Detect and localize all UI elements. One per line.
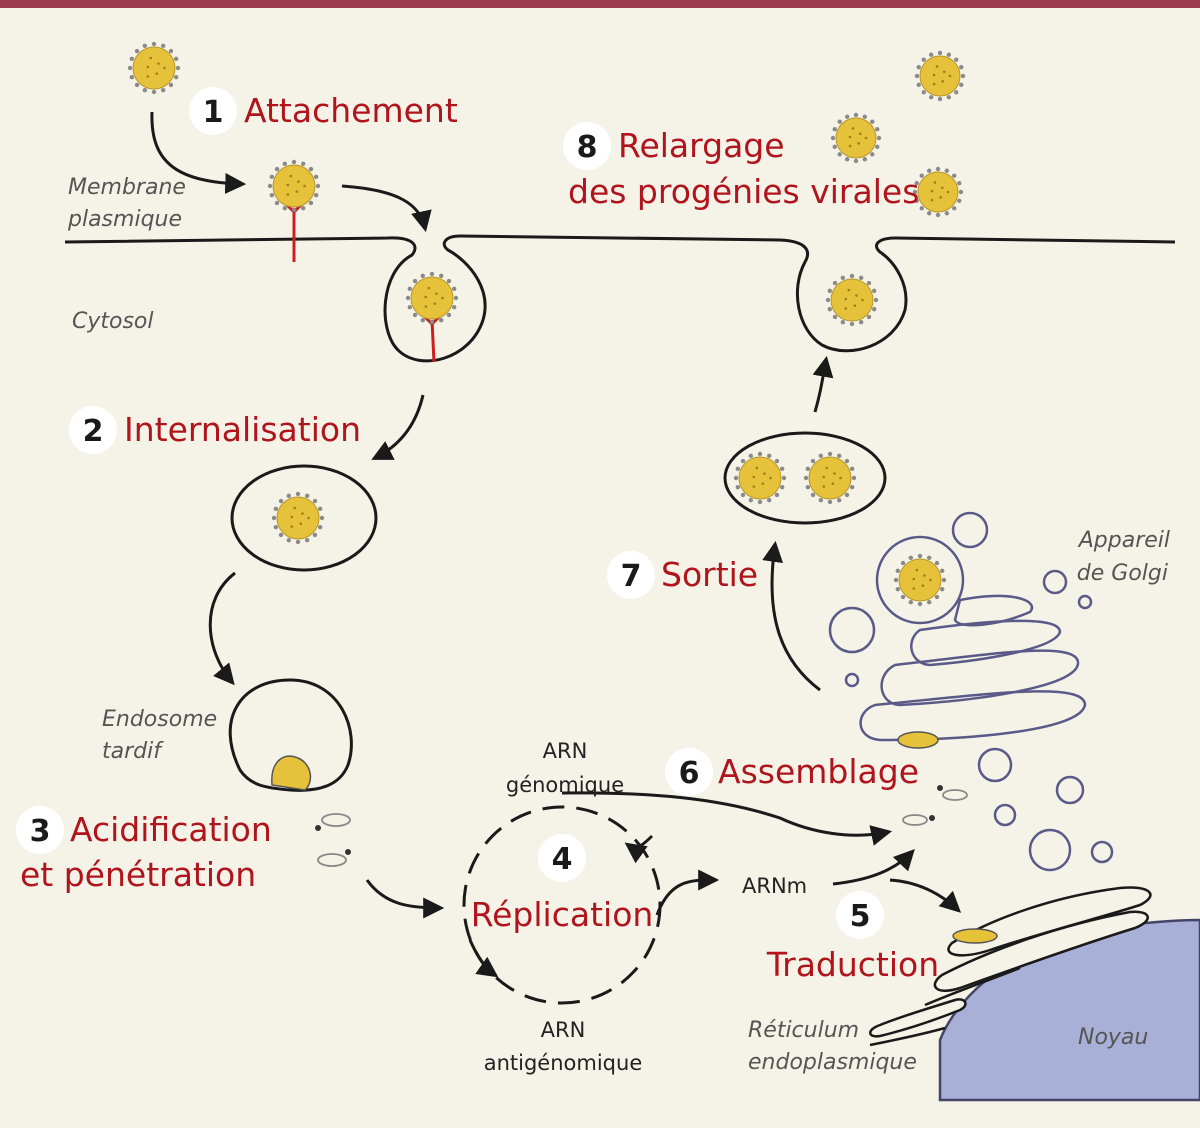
arn-antigenomic-label-line1: ARN [541, 1018, 586, 1042]
arn-genomic-label-line1: ARN [543, 739, 588, 763]
membrane-label-line2: plasmique [67, 207, 182, 232]
arn-antigenomic-label-line2: antigénomique [484, 1051, 643, 1075]
step-8-title-line2: des progénies virales [568, 172, 919, 211]
virus-particle-icon [825, 273, 879, 327]
step-5-title: Traduction [766, 945, 939, 984]
step-1-number: 1 [203, 95, 224, 130]
step-3-number: 3 [30, 814, 51, 849]
membrane-label-line1: Membrane [68, 175, 186, 200]
virus-particle-icon [914, 50, 966, 102]
step-6-title: Assemblage [718, 752, 919, 791]
endosome-fusion-particle [271, 755, 312, 791]
step-7-number: 7 [621, 559, 642, 594]
endoplasmic-reticulum [869, 886, 1152, 1047]
virus-particle-icon [267, 159, 321, 213]
golgi-label-line2: de Golgi [1077, 561, 1168, 586]
step-4-title: Réplication [471, 895, 654, 934]
step-1-title: Attachement [244, 91, 458, 130]
virus-particle-icon [127, 41, 181, 95]
virus-particle-icon [405, 271, 459, 325]
virus-particle-icon [830, 112, 882, 164]
virus-particle-icon [803, 451, 857, 505]
er-ribosome-patch [952, 928, 998, 944]
flow-arrows [150, 111, 962, 978]
er-label-line1: Réticulum [748, 1018, 859, 1043]
virus-particle-icon [271, 491, 325, 545]
cytosol-label: Cytosol [72, 309, 154, 334]
virus-particle-icon [893, 553, 947, 607]
golgi-label-line1: Appareil [1077, 528, 1170, 553]
late-endosome [228, 678, 353, 792]
step-6-number: 6 [679, 756, 700, 791]
step-3-title-line1: Acidification [70, 810, 272, 849]
step-2-title: Internalisation [124, 410, 361, 449]
step-5-number: 5 [850, 899, 871, 934]
step-badges [16, 87, 884, 939]
virus-particle-icon [733, 451, 787, 505]
assembly-vesicles [977, 747, 1114, 872]
step-3-title-line2: et pénétration [20, 855, 256, 894]
virus-particles [127, 41, 966, 791]
step-4-number: 4 [552, 842, 573, 877]
endosome-label-line1: Endosome [102, 707, 217, 732]
nucleus-label: Noyau [1078, 1025, 1148, 1050]
plasma-membrane [64, 234, 1176, 363]
arn-genomic-label-line2: génomique [506, 773, 624, 797]
step-8-number: 8 [577, 130, 598, 165]
endosome-label-line2: tardif [102, 739, 164, 764]
genome-fragments [315, 785, 968, 867]
top-accent-bar [0, 0, 1200, 8]
step-7-title: Sortie [661, 555, 758, 594]
step-2-number: 2 [83, 414, 104, 449]
arnm-label: ARNm [742, 874, 807, 898]
er-label-line2: endoplasmique [748, 1050, 917, 1075]
step-8-title-line1: Relargage [618, 126, 785, 165]
virus-particle-icon [912, 166, 964, 218]
golgi-apparatus [828, 511, 1093, 749]
